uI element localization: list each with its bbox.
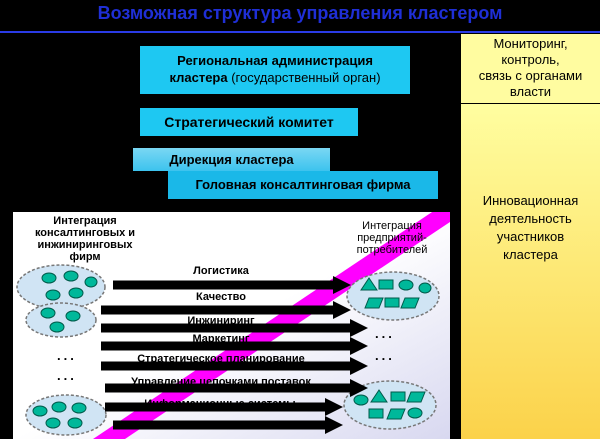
- node-oval: [45, 417, 61, 429]
- cluster-outline: [346, 271, 440, 321]
- flow-arrow: [101, 319, 368, 337]
- node-oval: [45, 289, 61, 301]
- node-parallelogram: [406, 391, 426, 403]
- ellipsis-left: ...: [57, 368, 77, 383]
- monitoring-panel: Мониторинг, контроль, связь с органами в…: [461, 34, 600, 103]
- flow-arrow: [113, 416, 343, 434]
- cluster-right-top: [346, 271, 440, 321]
- page-title: Возможная структура управления кластером: [97, 3, 503, 23]
- flow-arrow: [105, 398, 343, 416]
- monitoring-line: связь с органами: [478, 68, 583, 83]
- node-oval: [67, 417, 83, 429]
- node-oval: [71, 402, 87, 414]
- node-oval: [32, 405, 48, 417]
- node-oval: [68, 287, 84, 299]
- cluster-left-bottom: [25, 394, 107, 436]
- flow-label-strategic-planning: Стратегическое планирование: [137, 353, 305, 365]
- ellipsis-right: ...: [375, 348, 395, 363]
- node-oval: [84, 276, 98, 288]
- monitoring-line: Мониторинг,: [493, 36, 568, 51]
- node-oval: [49, 321, 65, 333]
- strategic-committee-box: Стратегический комитет: [140, 108, 358, 136]
- regional-administration-box: Региональная администрация кластера (гос…: [140, 46, 410, 94]
- node-parallelogram: [364, 297, 384, 309]
- left-header-line: Интеграция: [53, 215, 117, 227]
- flow-label-logistics: Логистика: [193, 265, 249, 277]
- flow-label-engineering: Инжиниринг: [187, 315, 255, 327]
- title-divider: [0, 31, 600, 33]
- flow-arrow: [113, 276, 351, 294]
- flow-arrow: [105, 379, 368, 397]
- ellipsis-left: ...: [57, 348, 77, 363]
- admin-line2: кластера (государственный орган): [140, 69, 410, 86]
- flow-arrow: [101, 337, 368, 355]
- left-header: Интеграция консалтинговых и инжинирингов…: [20, 215, 150, 263]
- node-rect: [390, 391, 406, 402]
- flow-label-information-systems: Информационные системы: [144, 398, 296, 410]
- innovation-line: кластера: [503, 247, 558, 262]
- flow-arrow: [101, 301, 351, 319]
- admin-line2-light: (государственный орган): [227, 70, 381, 85]
- left-header-line: консалтинговых и: [34, 227, 136, 239]
- cluster-left-mid: [25, 302, 97, 338]
- node-triangle: [370, 389, 388, 403]
- flow-label-marketing: Маркетинг: [192, 333, 250, 345]
- left-header-line: инжиниринговых: [37, 239, 133, 251]
- node-rect: [368, 408, 384, 419]
- integration-panel: ... ... ... ...: [13, 212, 450, 439]
- lead-consulting-firm-box: Головная консалтинговая фирма: [168, 171, 438, 199]
- node-parallelogram: [386, 408, 406, 420]
- cluster-directorate-box: Дирекция кластера: [133, 148, 330, 171]
- node-oval: [51, 401, 67, 413]
- node-oval: [353, 394, 369, 406]
- node-oval: [41, 272, 57, 284]
- node-oval: [407, 407, 423, 419]
- monitoring-line: контроль,: [501, 52, 560, 67]
- left-header-line: фирм: [69, 251, 101, 263]
- flow-label-quality: Качество: [196, 291, 246, 303]
- integration-diagram: [13, 212, 450, 439]
- right-header: Интеграция предприятий- потребителей: [342, 220, 442, 256]
- node-triangle: [360, 277, 378, 291]
- flow-arrow: [101, 357, 368, 375]
- node-oval: [65, 310, 81, 322]
- cluster-outline: [16, 264, 106, 310]
- flow-arrows: [101, 276, 368, 434]
- node-parallelogram: [400, 297, 420, 309]
- node-rect: [384, 297, 400, 308]
- flow-label-supply-chain: Управление цепочками поставок: [131, 376, 311, 388]
- node-oval: [63, 270, 79, 282]
- node-rect: [378, 279, 394, 290]
- innovation-line: деятельность: [489, 211, 572, 226]
- admin-line1: Региональная администрация: [177, 53, 373, 68]
- node-oval: [418, 282, 432, 294]
- innovation-line: Инновационная: [482, 193, 579, 208]
- admin-line2-bold: кластера: [169, 70, 228, 85]
- right-header-line: потребителей: [356, 244, 428, 256]
- monitoring-line: власти: [509, 84, 552, 99]
- cluster-left-top: [16, 264, 106, 310]
- cluster-right-bottom: [343, 380, 437, 430]
- ellipsis-right: ...: [375, 326, 395, 341]
- innovation-panel: Инновационная деятельность участников кл…: [461, 104, 600, 439]
- innovation-line: участников: [496, 229, 565, 244]
- node-oval: [398, 279, 414, 291]
- node-oval: [40, 307, 56, 319]
- flow-label-ecology: Экология: [194, 420, 246, 432]
- right-header-line: предприятий-: [357, 232, 427, 244]
- right-header-line: Интеграция: [362, 220, 422, 232]
- cluster-outline: [25, 302, 97, 338]
